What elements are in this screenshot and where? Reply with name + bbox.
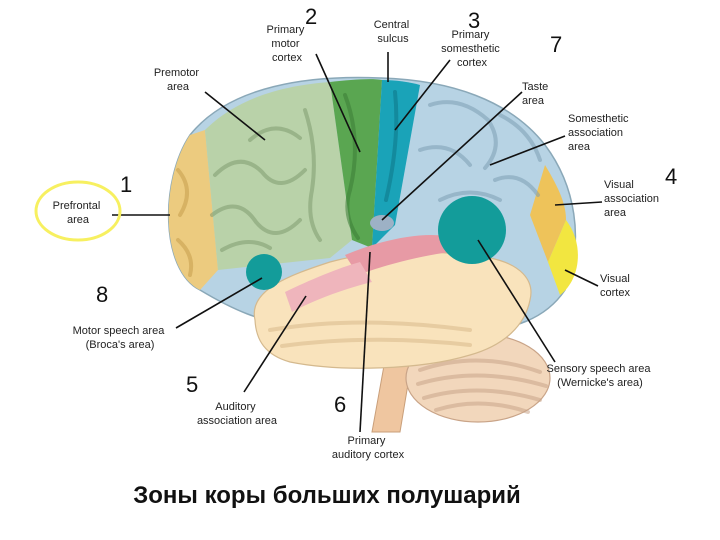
wernicke-area [438,196,506,264]
label-taste: Taste area [522,81,551,107]
number-3: 3 [468,8,480,33]
caption: Зоны коры больших полушарий [133,482,521,509]
number-5: 5 [186,372,198,397]
label-broca: Motor speech area (Broca's area) [73,325,168,351]
number-2: 2 [305,4,317,29]
label-wernicke: Sensory speech area (Wernicke's area) [546,363,653,389]
label-central-sulcus: Central sulcus [374,19,413,45]
label-visual-assoc: Visual association area [604,179,662,219]
label-primary-motor: Primary motor cortex [267,24,308,64]
taste-area [370,215,394,231]
number-8: 8 [96,282,108,307]
label-primary-auditory: Primary auditory cortex [332,435,405,461]
label-prefrontal: Prefrontal area [53,200,104,226]
label-primary-somesthetic: Primary somesthetic cortex [441,29,503,69]
brainstem [372,360,412,432]
number-1: 1 [120,172,132,197]
number-4: 4 [665,164,677,189]
label-somesthetic-assoc: Somesthetic association area [568,113,632,153]
label-auditory-assoc: Auditory association area [197,401,278,427]
label-visual-cortex: Visual cortex [600,273,633,299]
number-6: 6 [334,392,346,417]
number-7: 7 [550,32,562,57]
label-premotor: Premotor area [154,67,202,93]
